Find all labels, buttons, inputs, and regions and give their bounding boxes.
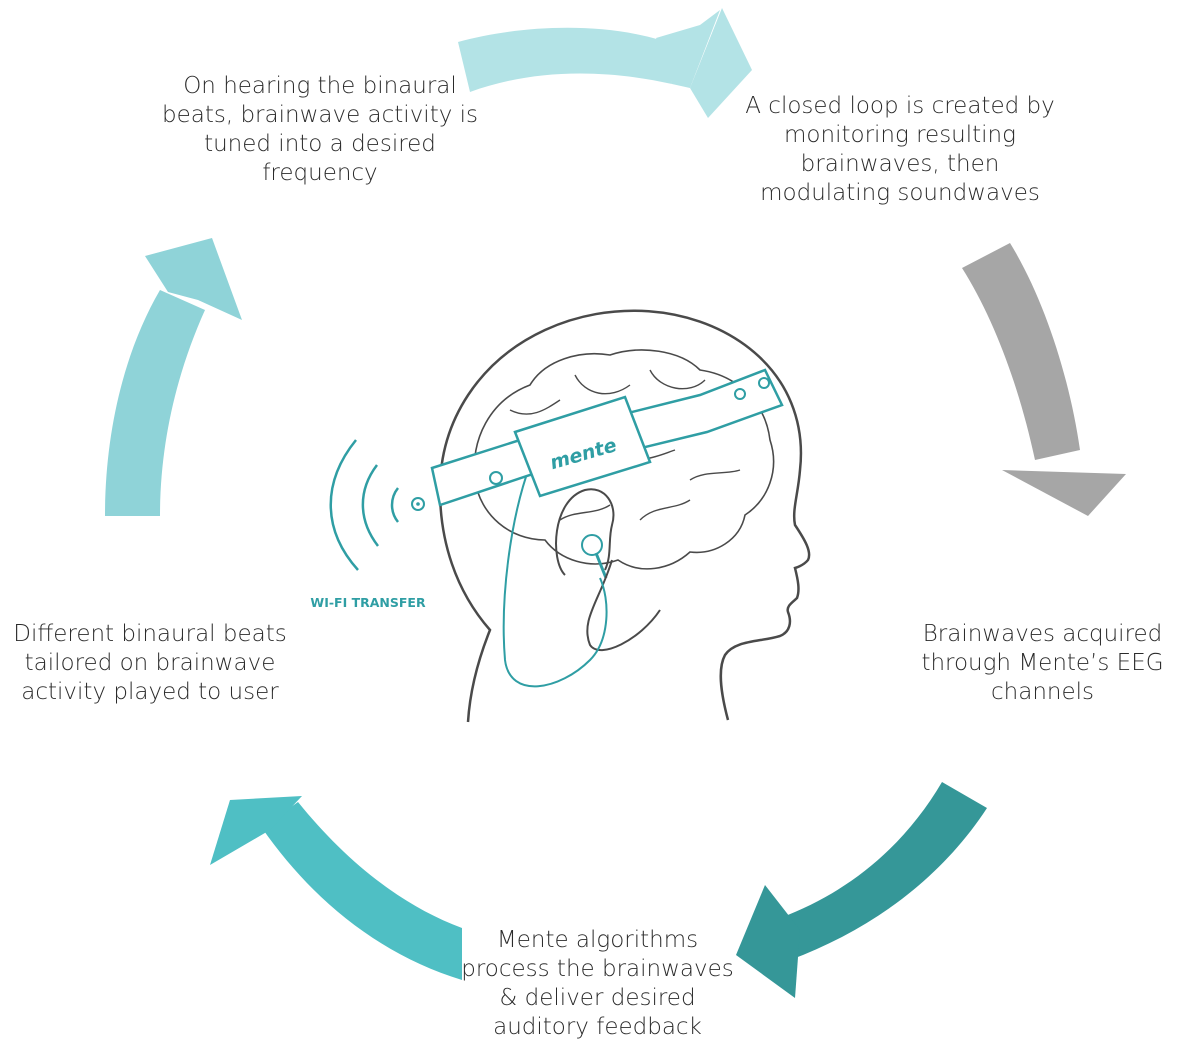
arrow-bottom-left-head xyxy=(210,796,302,865)
earbud xyxy=(581,534,603,556)
step-2-text: A closed loop is created by monitoring r… xyxy=(745,93,1055,206)
arrow-right-body xyxy=(962,243,1080,460)
wifi-wave-medium xyxy=(361,464,379,547)
sensor-dot xyxy=(489,471,503,485)
step-4-text: Mente algorithms process the brainwaves … xyxy=(461,927,734,1040)
brain-outline xyxy=(473,349,775,570)
arrow-left-body xyxy=(105,290,205,516)
arrow-left xyxy=(105,238,242,516)
arrow-top-join xyxy=(656,10,720,88)
wifi-label: WI-FI TRANSFER xyxy=(310,595,426,610)
step-3-text: Brainwaves acquired through Mente’s EEG … xyxy=(921,621,1164,705)
arrow-left-head xyxy=(145,238,242,320)
wifi-signal xyxy=(329,439,425,571)
neck xyxy=(586,559,661,651)
arrow-top xyxy=(458,8,752,118)
arrow-bottom-left-body xyxy=(262,802,462,980)
ear xyxy=(555,488,615,576)
step-1-text: On hearing the binaural beats, brainwave… xyxy=(161,73,479,186)
arrow-top-head xyxy=(690,8,752,118)
arrow-right-head xyxy=(1002,470,1126,516)
earbud-stem xyxy=(594,552,608,579)
sensor-dot xyxy=(758,377,770,389)
arrow-right xyxy=(962,243,1126,516)
head-outline xyxy=(438,309,811,723)
wifi-wave-small xyxy=(390,487,400,523)
wifi-wave-large xyxy=(329,439,359,571)
wifi-dot xyxy=(411,497,425,511)
headband: mente xyxy=(430,368,784,507)
head-illustration xyxy=(438,309,811,723)
arrow-top-body xyxy=(458,27,672,93)
sensor-dot xyxy=(734,388,746,400)
arrow-bottom-right xyxy=(736,782,987,998)
wifi-dot-center xyxy=(416,502,420,506)
arrow-bottom-right-body xyxy=(780,782,987,960)
arrow-bottom-right-head xyxy=(736,885,800,998)
headband-module xyxy=(513,395,652,498)
arrow-bottom-left xyxy=(210,796,462,980)
earbud-cable xyxy=(502,464,608,688)
step-5-text: Different binaural beats tailored on bra… xyxy=(13,621,287,705)
